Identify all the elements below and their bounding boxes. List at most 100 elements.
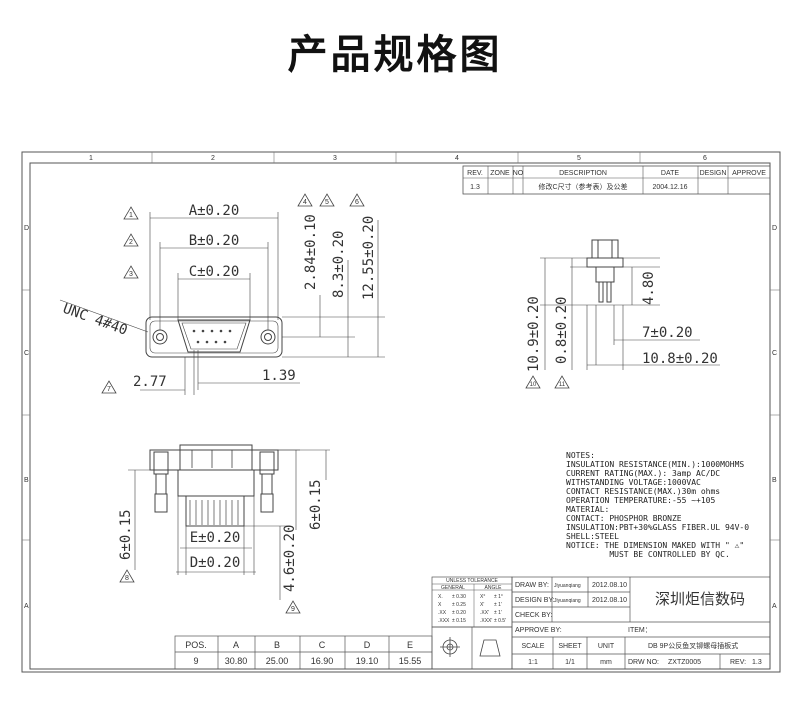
note-line: MUST BE CONTROLLED BY QC. [566,550,730,559]
dim-h1: 2.84±0.10 [303,214,319,290]
rev-value: 1.3 [470,184,480,191]
marker-4: 4 [303,199,307,206]
dim-w1: 2.77 [133,374,167,390]
drw-no: ZXTZ0005 [668,659,701,666]
dim-bottom-right: 6±0.15 [308,479,324,530]
marker-2: 2 [129,239,133,246]
description-header: DESCRIPTION [559,170,607,177]
date-header: DATE [661,170,679,177]
rev-value: 1.3 [752,659,762,666]
design-by-label: DESIGN BY: [515,597,555,604]
marker-10: 10 [530,382,537,388]
revision-table: REV. ZONE NO DESCRIPTION DATE DESIGN APP… [462,165,771,195]
row-label: A [24,603,29,610]
tol-cell: .XXX [438,618,450,624]
marker-8: 8 [125,575,129,582]
dim-w2: 1.39 [262,368,296,384]
pos-cell: 9 [193,656,198,666]
approve-by-label: APPROVE BY: [515,627,562,634]
dim-e: E±0.20 [190,530,241,546]
dim-d: D±0.20 [190,555,241,571]
tol-cell: ± 0.20 [452,610,466,616]
dim-bottom-h: 4.6±0.20 [282,525,298,592]
note-line: INSULATION:PBT+30%GLASS FIBER.UL 94V-0 [566,523,749,532]
tol-cell: X [438,602,442,608]
dim-side-total: 10.9±0.20 [526,296,542,372]
draw-date: 2012.08.10 [592,582,627,589]
marker-9: 9 [291,606,295,613]
col-label: 3 [333,155,337,162]
marker-7: 7 [107,386,111,393]
dim-h2: 8.3±0.20 [331,231,347,298]
note-line: CURRENT RATING(MAX.): 3amp AC/DC [566,469,720,478]
tol-cell: ± 0.30 [452,594,466,600]
row-label: A [772,603,777,610]
tolerance-general: GENERAL [441,585,465,591]
row-label: B [772,477,777,484]
row-label: D [772,225,777,232]
date-value: 2004.12.16 [652,184,687,191]
front-view [59,212,385,395]
design-by: Jiyuanqiang [554,598,581,604]
tol-cell: ± 0.15 [452,618,466,624]
outer-frame [21,151,781,673]
notes: NOTES: INSULATION RESISTANCE(MIN.):1000M… [566,451,749,559]
company-name: 深圳炬信数码 [655,591,745,608]
description-value: 修改C尺寸（参考表）及公差 [538,182,627,191]
pos-cell: 15.55 [399,656,422,666]
note-line: OPERATION TEMPERATURE:-55 ~+105 [566,496,715,505]
tolerance-angle: ANGLE [485,585,503,591]
tol-cell: .XX' [480,610,489,616]
pos-header: E [407,640,413,650]
tol-cell: ± 1' [494,602,502,608]
scale-value: 1:1 [528,659,538,666]
item-label: ITEM： [628,627,652,634]
tol-cell: ± 0.5' [494,618,506,624]
item-name: DB 9P公反鱼叉铆螺母插板式 [648,641,738,650]
projection-symbol [440,637,501,657]
tol-cell: X' [480,602,484,608]
note-line: NOTES: [566,451,595,460]
pos-cell: 25.00 [266,656,289,666]
rev-header: REV. [467,170,483,177]
pos-header: POS. [185,640,207,650]
no-header: NO [513,170,524,177]
note-line: CONTACT RESISTANCE(MAX.)30m ohms [566,487,720,496]
unc-label: UNC 4#40 [61,301,130,339]
unit-value: mm [600,659,612,666]
pos-table [174,635,433,670]
title-block [431,576,771,670]
bottom-view [128,444,330,600]
dim-bottom-left: 6±0.15 [118,509,134,560]
marker-11: 11 [559,382,566,388]
qc-markers [101,193,570,614]
sheet-label: SHEET [558,643,582,650]
tolerance-title: UNLESS TOLERANCE [446,578,498,584]
dim-side-pin: 4.80 [641,271,657,305]
note-line: MATERIAL: [566,505,609,514]
page-title: 产品规格图 [287,32,503,78]
col-label: 4 [455,155,459,162]
marker-6: 6 [355,199,359,206]
dim-c: C±0.20 [189,264,240,280]
dim-b: B±0.20 [189,233,240,249]
pos-cell: 16.90 [311,656,334,666]
dim-h3: 12.55±0.20 [361,216,377,300]
design-date: 2012.08.10 [592,597,627,604]
approve-header: APPROVE [732,170,766,177]
tolerance-table: UNLESS TOLERANCE GENERAL ANGLE X. ± 0.30… [431,576,513,628]
drw-no-label: DRW NO: [628,659,659,666]
col-label: 6 [703,155,707,162]
scale-label: SCALE [522,643,545,650]
col-label: 5 [577,155,581,162]
check-by-label: CHECK BY: [515,612,552,619]
draw-by-label: DRAW BY: [515,582,549,589]
row-label: B [24,477,29,484]
tol-cell: .XXX' [480,618,492,624]
dim-side-w2: 10.8±0.20 [642,351,718,367]
pos-header: D [364,640,371,650]
pos-header: B [274,640,280,650]
note-line: CONTACT: PHOSPHOR BRONZE [566,514,682,523]
tol-cell: ± 1° [494,594,503,600]
